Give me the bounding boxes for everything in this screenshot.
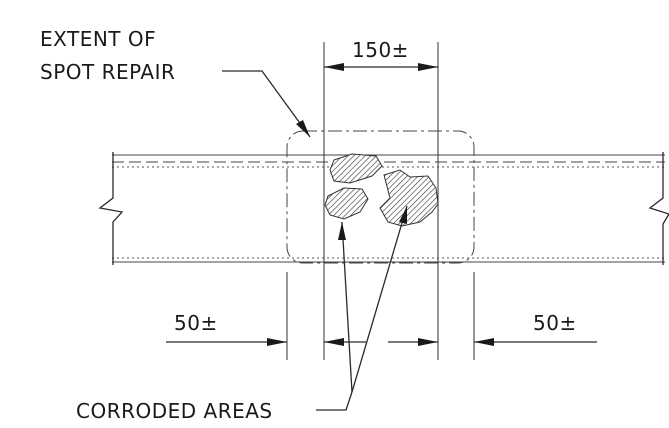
spot-repair-extent-outline [286, 130, 475, 264]
corroded-area-right [379, 169, 439, 227]
dimension-150: 150± [324, 38, 438, 71]
extent-label-line1: EXTENT OF [40, 27, 156, 51]
member-lines [112, 154, 665, 263]
dimension-50-left: 50± [166, 311, 366, 346]
break-symbol-right [648, 152, 669, 265]
break-symbol-left [98, 152, 124, 265]
dimension-50-right-label: 50± [533, 311, 577, 335]
corroded-areas-callout: CORRODED AREAS [76, 205, 408, 423]
corroded-area-left [324, 187, 369, 220]
dimension-150-label: 150± [352, 38, 409, 62]
corroded-areas-label: CORRODED AREAS [76, 399, 273, 423]
corroded-area-top [329, 153, 383, 184]
extent-label-line2: SPOT REPAIR [40, 60, 175, 84]
dimension-50-left-label: 50± [174, 311, 218, 335]
dimension-50-right: 50± [388, 311, 597, 346]
extent-of-spot-repair-callout: EXTENT OF SPOT REPAIR [40, 27, 311, 138]
extension-lines [286, 42, 475, 360]
